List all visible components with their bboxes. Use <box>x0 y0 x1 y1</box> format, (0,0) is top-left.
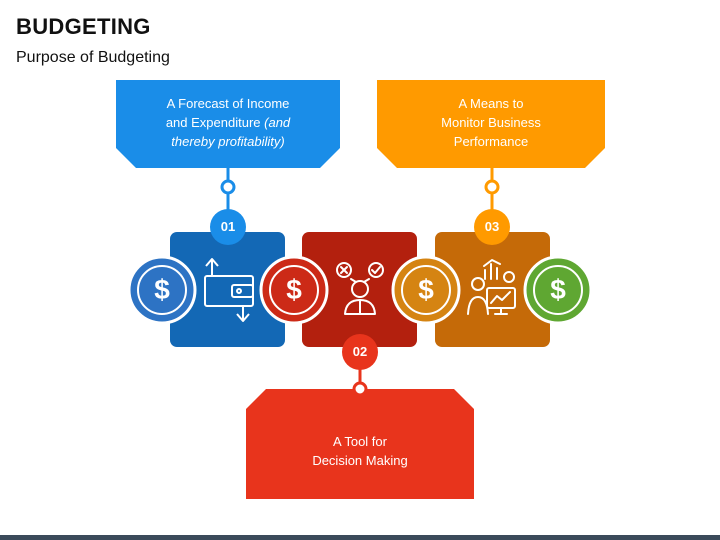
callout-box-1 <box>116 80 340 168</box>
callout-text-3: A Means to Monitor Business Performance <box>377 86 605 158</box>
number-label-2: 02 <box>352 344 368 359</box>
performance-monitor-icon <box>467 259 516 315</box>
coin-green <box>523 255 593 325</box>
callout-box-3 <box>377 80 605 168</box>
item-1-line2-main: and Expenditure <box>165 114 261 130</box>
tile-blue <box>170 232 285 347</box>
coin-red <box>259 255 329 325</box>
item-1-line3: thereby profitability) <box>171 133 285 149</box>
number-badge-3 <box>474 209 510 245</box>
page-title: BUDGETING <box>16 14 151 39</box>
number-label-1: 01 <box>220 219 236 234</box>
connector-dot-3 <box>484 179 500 195</box>
callout-text-1: A Forecast of Income and Expenditure (an… <box>116 86 340 158</box>
callout-box-2 <box>246 389 474 499</box>
item-3-line3: Performance <box>453 133 529 149</box>
item-1-line2: and Expenditure (and <box>166 113 290 132</box>
decision-maker-icon <box>336 262 384 315</box>
callout-text-2: A Tool for Decision Making <box>246 416 474 486</box>
page-subtitle: Purpose of Budgeting <box>16 49 170 66</box>
item-3-line2: Monitor Business <box>441 114 541 130</box>
number-badge-2 <box>342 334 378 370</box>
item-2-line2: Decision Making <box>312 453 408 468</box>
dollar-symbol-blue: $ <box>154 274 170 305</box>
number-badge-1 <box>210 209 246 245</box>
item-3-line1: A Means to <box>458 95 524 111</box>
item-1-line1: A Forecast of Income <box>166 95 290 111</box>
dollar-symbol-green: $ <box>550 274 566 305</box>
connector-dot-2 <box>352 381 368 397</box>
tile-orange <box>435 232 550 347</box>
dollar-symbol-red: $ <box>286 274 302 305</box>
coin-blue <box>127 255 197 325</box>
number-label-3: 03 <box>484 219 500 234</box>
footer-bar <box>0 535 720 540</box>
item-2-line1: A Tool for <box>333 434 387 449</box>
dollar-symbol-orange: $ <box>418 274 434 305</box>
connector-dot-1 <box>220 179 236 195</box>
wallet-transfer-icon <box>204 258 254 322</box>
item-1-line2-italic: (and <box>264 114 291 130</box>
tile-red <box>302 232 417 347</box>
coin-orange <box>391 255 461 325</box>
